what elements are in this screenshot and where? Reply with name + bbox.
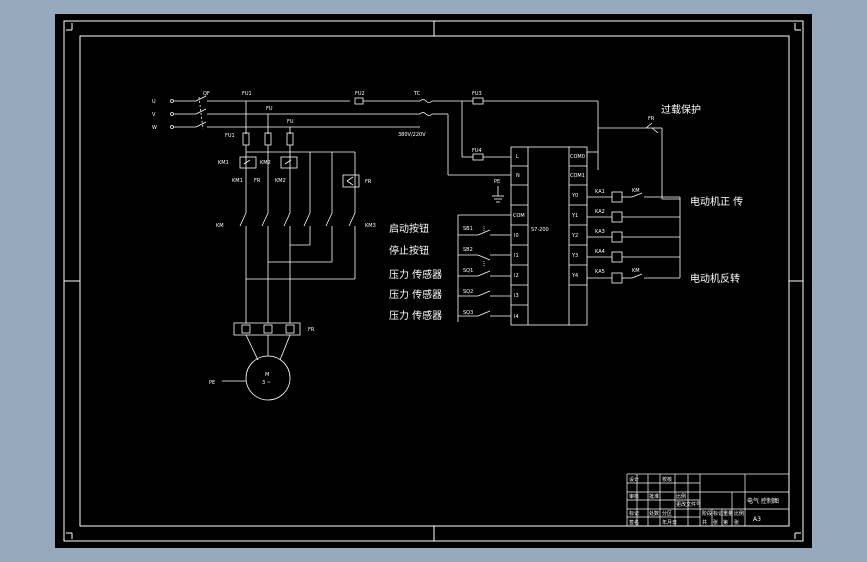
- sq3-label: SQ3: [463, 310, 473, 316]
- plc-com0: COM0: [570, 154, 585, 160]
- output-wiring: [587, 191, 681, 284]
- sq2-label: SQ2: [463, 289, 473, 295]
- km-contact-label: KM: [216, 223, 224, 229]
- drawing-name: 电气 控制图: [747, 497, 779, 505]
- title-cell-count: 处数: [649, 510, 659, 517]
- title-cell-sheets: 张: [713, 519, 718, 526]
- tc-label: TC: [413, 91, 421, 97]
- ka5-label: KA5: [595, 269, 605, 275]
- title-cell-approve: 批准: [649, 493, 659, 500]
- fr-coil-label: FR: [365, 179, 372, 185]
- branch-fuses: [239, 132, 360, 213]
- motor-pe-label: PE: [209, 380, 215, 386]
- title-cell-zone: 分区: [662, 510, 672, 517]
- sb2-label: SB2: [463, 247, 473, 253]
- title-cell-sign: 签名: [629, 519, 639, 526]
- phase-u-label: U: [152, 99, 156, 105]
- frame-borders: [63, 20, 804, 542]
- transformer-rating: 380V/220V: [398, 132, 426, 138]
- fu2-label: FU2: [355, 91, 365, 97]
- ka3-label: KA3: [595, 229, 605, 235]
- plc-out-1: Y1: [571, 213, 578, 219]
- thermal-relay: [222, 322, 301, 382]
- plc-n: N: [516, 173, 520, 179]
- fr-block-label: FR: [308, 327, 315, 333]
- plc-in-4: I4: [514, 314, 519, 320]
- sheet-size: A3: [753, 516, 761, 523]
- fuse-main-label: FU1: [242, 91, 252, 97]
- title-cell-weight: 重量: [723, 510, 733, 517]
- fu4-label: FU4: [472, 148, 482, 154]
- plc-out-2: Y2: [571, 233, 578, 239]
- pressure-sensor-1-label: 压力 传感器: [389, 268, 442, 281]
- motor-symbol: [245, 355, 291, 401]
- phase-v-label: V: [152, 112, 156, 118]
- km1-small-label: KM1: [232, 178, 243, 184]
- pressure-sensor-3-label: 压力 传感器: [389, 309, 442, 322]
- title-cell-mark: 标记: [629, 510, 639, 517]
- plc-out-4: Y4: [571, 273, 578, 279]
- title-cell-scale: 比例: [676, 493, 686, 500]
- fuse-3-label: FU: [287, 119, 294, 125]
- plc-model: S7-200: [531, 227, 549, 233]
- title-cell-change: 更改文件号: [676, 501, 701, 508]
- supply-section: [170, 95, 420, 134]
- sq1-label: SQ1: [463, 268, 473, 274]
- plc-out-0: Y0: [571, 193, 578, 199]
- fr-contact-label: FR: [648, 116, 655, 122]
- main-switch-label: QF: [203, 91, 210, 97]
- title-cell-design: 设计: [629, 476, 639, 483]
- fr-small-label: FR: [254, 178, 261, 184]
- plc-in-3: I3: [514, 293, 519, 299]
- title-cell-stage: 阶段: [702, 510, 712, 517]
- fu1-label: FU1: [225, 133, 235, 139]
- input-wiring: [457, 214, 511, 322]
- pressure-sensor-2-label: 压力 传感器: [389, 288, 442, 301]
- title-cell-check: 校核: [662, 476, 672, 483]
- overload-label: 过载保护: [661, 103, 701, 116]
- plc-in-2: I2: [514, 273, 519, 279]
- plc-com: COM: [513, 213, 525, 219]
- km-out-contact-2: KM: [632, 268, 640, 274]
- ka2-label: KA2: [595, 209, 605, 215]
- plc-in-1: I1: [514, 253, 519, 259]
- ka1-label: KA1: [595, 189, 605, 195]
- stop-button-label: 停止按钮: [389, 244, 429, 257]
- drawing-sheet: [55, 14, 812, 548]
- sb1-label: SB1: [463, 226, 473, 232]
- km2-coil-label: KM2: [260, 160, 271, 166]
- title-cell-date: 年月日: [662, 519, 677, 526]
- ka4-label: KA4: [595, 249, 605, 255]
- motor-reverse-label: 电动机反转: [690, 272, 740, 285]
- km1-coil-label: KM1: [218, 160, 229, 166]
- title-block: [626, 473, 790, 527]
- plc-in-0: I0: [514, 233, 519, 239]
- title-cell-sheet: 张: [734, 519, 739, 526]
- plc-com1: COM1: [570, 173, 585, 179]
- plc-l: L: [516, 154, 519, 160]
- km2-small-label: KM2: [275, 178, 286, 184]
- title-cell-no: 第: [723, 519, 728, 526]
- motor-name: M: [265, 372, 269, 378]
- phase-w-label: W: [152, 125, 157, 131]
- fuse-2-label: FU: [266, 106, 273, 112]
- km-out-contact-1: KM: [632, 188, 640, 194]
- title-cell-total: 共: [702, 519, 707, 526]
- title-cell-mark2: 标记: [713, 510, 723, 517]
- ground-label: PE: [494, 179, 500, 185]
- main-contacts: [239, 212, 356, 323]
- motor-forward-label: 电动机正 传: [690, 195, 743, 208]
- plc-block: [510, 146, 588, 326]
- title-cell-review: 审核: [629, 493, 639, 500]
- plc-out-3: Y3: [571, 253, 578, 259]
- title-cell-scale2: 比例: [734, 510, 744, 517]
- fu3-label: FU3: [472, 91, 482, 97]
- start-button-label: 启动按钮: [389, 222, 429, 235]
- km3-contact-label: KM3: [365, 223, 376, 229]
- motor-phase: 3 ~: [262, 380, 271, 386]
